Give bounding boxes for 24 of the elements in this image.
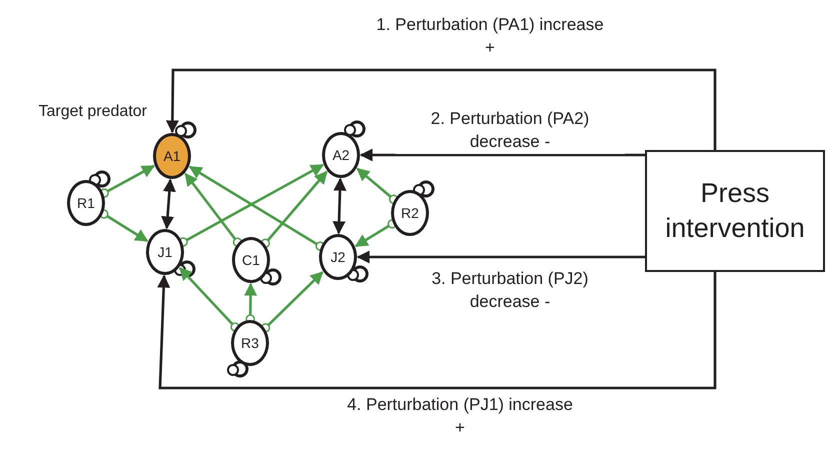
species-node: C1 xyxy=(232,237,270,283)
interaction-arrow xyxy=(354,219,397,248)
interaction-arrow xyxy=(260,271,324,333)
species-node: A2 xyxy=(322,132,360,178)
species-node: R2 xyxy=(391,190,429,236)
arrow xyxy=(161,178,176,230)
species-node: J1 xyxy=(146,229,184,275)
arrow xyxy=(157,270,716,390)
interaction-arrow xyxy=(356,168,398,204)
species-node: R3 xyxy=(231,320,269,366)
species-node: A1 xyxy=(153,133,191,179)
process-box: Press intervention xyxy=(645,150,825,272)
interaction-arrow xyxy=(100,164,155,198)
interaction-arrow xyxy=(184,172,242,247)
node-caption: Target predator xyxy=(38,103,147,121)
arrow xyxy=(166,68,716,152)
interaction-arrow xyxy=(99,209,148,242)
interaction-arrow xyxy=(178,267,240,332)
interaction-arrow xyxy=(260,170,328,248)
species-node: R1 xyxy=(67,180,105,226)
arrow xyxy=(332,178,346,234)
arrow xyxy=(356,250,645,264)
species-node: J2 xyxy=(319,234,357,280)
arrow xyxy=(360,148,645,162)
